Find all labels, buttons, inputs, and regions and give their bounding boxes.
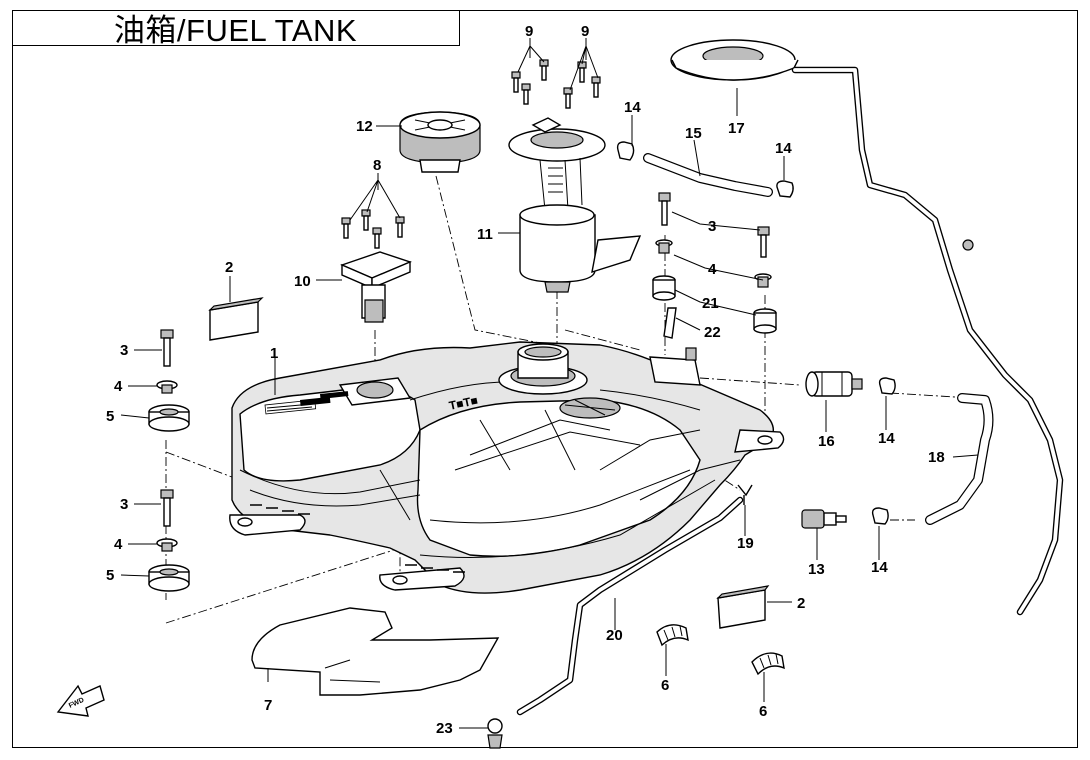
heat-shield	[251, 607, 500, 696]
fuel-level-sender	[340, 251, 412, 323]
hose-clip-6b	[751, 652, 785, 676]
label-3a: 3	[120, 342, 128, 359]
pump-screws	[511, 59, 601, 109]
fuel-hose-15	[616, 141, 794, 198]
clamp-14-lower	[871, 507, 889, 525]
label-13: 13	[808, 561, 825, 578]
svg-text:T■T■: T■T■	[448, 393, 479, 413]
diagram-frame	[12, 10, 1078, 748]
foam-pad-right	[716, 585, 770, 629]
label-14d: 14	[871, 559, 888, 576]
label-4c: 4	[708, 261, 717, 278]
mount-set-lower-left	[148, 489, 190, 592]
label-8: 8	[373, 157, 381, 174]
mount-set-upper-left	[148, 329, 190, 432]
fuel-fitting-13	[801, 509, 847, 529]
vent-assembly	[670, 39, 1064, 616]
label-4b: 4	[114, 536, 123, 553]
label-2a: 2	[225, 259, 233, 276]
hose-clip-6a	[656, 624, 689, 647]
label-19: 19	[737, 535, 754, 552]
title-box: 油箱/FUEL TANK	[12, 10, 460, 48]
label-14b: 14	[775, 140, 792, 157]
fuel-tank: T■T■	[229, 341, 785, 594]
label-5a: 5	[106, 408, 114, 425]
label-3c: 3	[708, 218, 716, 235]
fuel-hose-18	[925, 393, 994, 525]
label-15: 15	[685, 125, 702, 142]
label-5b: 5	[106, 567, 114, 584]
label-21: 21	[702, 295, 719, 312]
label-3b: 3	[120, 496, 128, 513]
label-6a: 6	[661, 677, 669, 694]
label-12: 12	[356, 118, 373, 135]
label-14a: 14	[624, 99, 641, 116]
label-22: 22	[704, 324, 721, 341]
sender-screws	[341, 209, 405, 249]
label-4a: 4	[114, 378, 123, 395]
label-6b: 6	[759, 703, 767, 720]
forward-arrow-icon: FWD	[56, 684, 105, 717]
fuel-cap	[399, 111, 481, 173]
label-2b: 2	[797, 595, 805, 612]
label-9a: 9	[525, 23, 533, 40]
label-9b: 9	[581, 23, 589, 40]
leader-lines	[120, 38, 979, 729]
label-14c: 14	[878, 430, 895, 447]
label-18: 18	[928, 449, 945, 466]
label-10: 10	[294, 273, 311, 290]
fuel-pump	[508, 117, 642, 293]
fuel-filter	[805, 371, 863, 397]
mount-set-right	[652, 192, 777, 339]
diagram-title: 油箱/FUEL TANK	[113, 13, 358, 48]
label-17: 17	[728, 120, 745, 137]
label-7: 7	[264, 697, 272, 714]
foam-pad-left	[208, 297, 264, 341]
part-number-labels: 1 2 2 3 3 3 4 4 4 5 5 6 6 7 8 9 9 10 11 …	[106, 23, 945, 737]
breather-line-20	[487, 484, 753, 749]
clamp-14-upper	[878, 377, 896, 395]
label-20: 20	[606, 627, 623, 644]
label-1: 1	[270, 345, 278, 362]
label-11: 11	[477, 226, 493, 243]
label-23: 23	[436, 720, 453, 737]
label-16: 16	[818, 433, 835, 450]
